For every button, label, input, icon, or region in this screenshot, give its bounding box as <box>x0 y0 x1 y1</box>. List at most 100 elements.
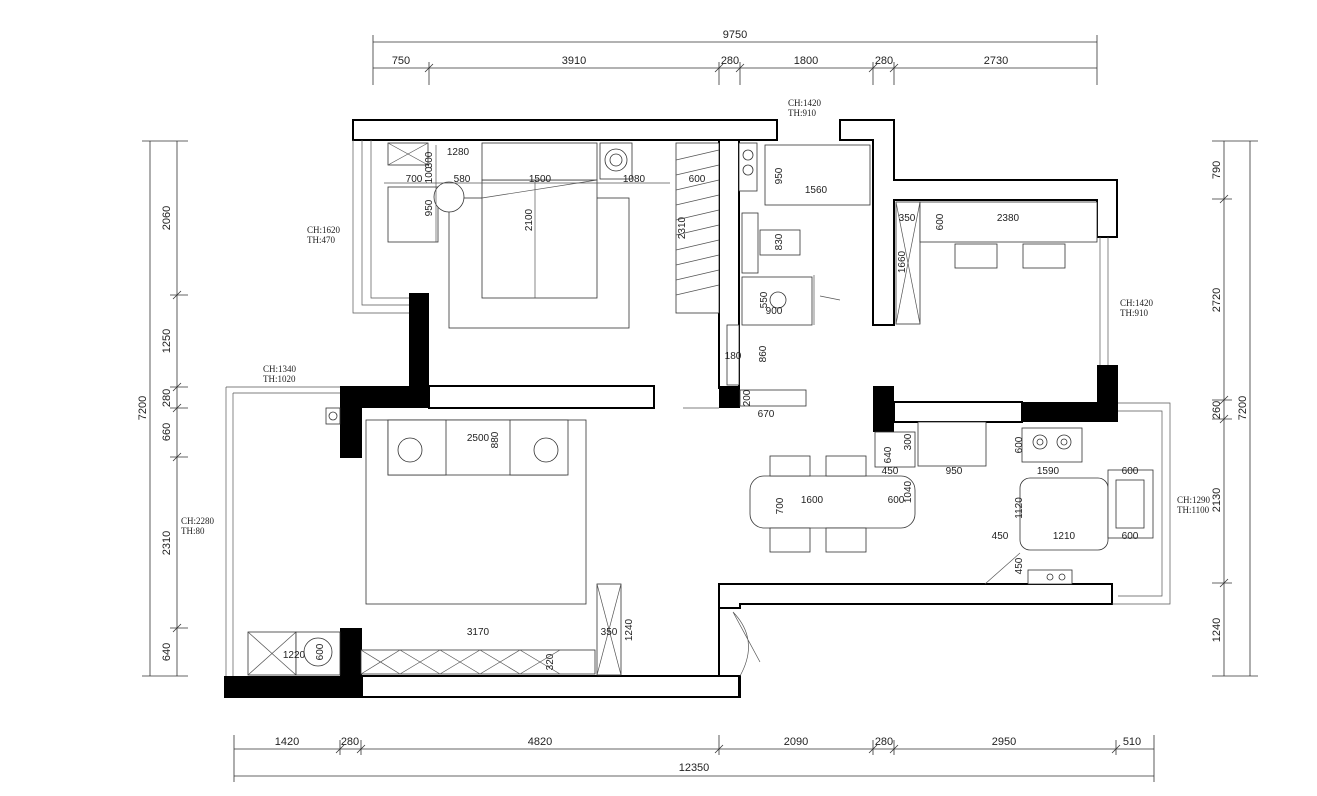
top-segment-3: 280 <box>721 55 739 67</box>
window-note-2-ch: CH:1620 <box>307 225 341 235</box>
hall-dim-860: 860 <box>758 345 769 362</box>
walls <box>224 119 1171 698</box>
living-dim-1240: 1240 <box>624 618 635 641</box>
kitchen: 600 950 1590 600 1120 450 1210 600 450 <box>917 421 1154 585</box>
kitchen-dim-1120: 1120 <box>1014 497 1025 519</box>
dining-dim-600: 600 <box>888 495 905 506</box>
dining-dim-450: 450 <box>882 466 899 477</box>
left-overall-dimension: 7200 <box>137 396 149 420</box>
master-bedroom: 300 100 1280 700 580 1500 1080 600 950 2… <box>384 142 720 329</box>
kitchen-dim-1210: 1210 <box>1053 531 1076 542</box>
right-segment-4: 2130 <box>1211 488 1223 512</box>
window-note-1-ch: CH:1420 <box>788 98 822 108</box>
living-dim-880: 880 <box>490 431 501 448</box>
kitchen-dim-600: 600 <box>1014 436 1025 453</box>
bottom-dimension-chain: 1420 280 4820 2090 280 2950 510 12350 <box>233 735 1155 782</box>
top-segment-4: 1800 <box>794 55 818 67</box>
kitchen-dim-600c: 600 <box>1122 531 1139 542</box>
top-dimension-chain: 9750 750 3910 280 1800 280 2730 <box>372 29 1098 85</box>
bottom-segment-4: 2090 <box>784 736 808 748</box>
window-note-3-ch: CH:1340 <box>263 364 297 374</box>
window-note-5-ch: CH:2280 <box>181 516 215 526</box>
window-notes: CH:1420 TH:910 CH:1620 TH:470 CH:1340 TH… <box>181 98 1211 536</box>
dining-dim-1600: 1600 <box>801 495 824 506</box>
study-dim-600: 600 <box>935 213 946 230</box>
bottom-overall-dimension: 12350 <box>679 762 710 774</box>
top-segment-1: 750 <box>392 55 410 67</box>
dining-dim-700: 700 <box>775 497 786 514</box>
right-segment-3: 260 <box>1211 401 1223 419</box>
window-note-3-th: TH:1020 <box>263 374 296 384</box>
left-segment-3: 280 <box>161 389 173 407</box>
bed-dim-2310: 2310 <box>677 216 688 239</box>
hall-dim-670: 670 <box>758 409 775 420</box>
bottom-segment-6: 2950 <box>992 736 1016 748</box>
bath-dim-830: 830 <box>774 233 785 250</box>
living-dim-350: 350 <box>601 627 618 638</box>
living-dim-3170: 3170 <box>467 627 490 638</box>
living-room: 2500 880 3170 350 1240 320 1220 600 <box>247 407 635 676</box>
hallway: 180 860 200 670 <box>725 324 807 420</box>
bath-dim-900: 900 <box>766 306 783 317</box>
top-segment-6: 2730 <box>984 55 1008 67</box>
left-segment-4: 660 <box>161 423 173 441</box>
window-note-4-th: TH:910 <box>1120 308 1148 318</box>
bed-dim-950: 950 <box>424 199 435 216</box>
kitchen-dim-450b: 450 <box>1014 557 1025 574</box>
bed-dim-2100: 2100 <box>524 208 535 231</box>
kitchen-dim-950: 950 <box>946 466 963 477</box>
left-dimension-chain: 7200 2060 1250 280 660 2310 640 <box>137 140 188 677</box>
study-dim-2380: 2380 <box>997 213 1020 224</box>
bed-dim-700: 700 <box>406 174 423 185</box>
living-dim-600: 600 <box>315 643 326 660</box>
window-note-2-th: TH:470 <box>307 235 335 245</box>
study-dim-1660: 1660 <box>897 250 908 273</box>
study: 350 600 2380 1660 <box>895 201 1098 325</box>
bed-dim-1280: 1280 <box>447 147 470 158</box>
bed-dim-100: 100 <box>424 166 435 183</box>
top-segment-2: 3910 <box>562 55 586 67</box>
bed-dim-580: 580 <box>454 174 471 185</box>
top-overall-dimension: 9750 <box>723 29 747 41</box>
hall-dim-180: 180 <box>725 351 742 362</box>
living-dim-320: 320 <box>545 653 556 670</box>
right-segment-1: 790 <box>1211 161 1223 179</box>
left-segment-1: 2060 <box>161 206 173 230</box>
bath-dim-950: 950 <box>774 167 785 184</box>
bath-dim-550: 550 <box>759 291 770 308</box>
window-note-6-ch: CH:1290 <box>1177 495 1211 505</box>
bottom-segment-1: 1420 <box>275 736 299 748</box>
bottom-segment-7: 510 <box>1123 736 1141 748</box>
right-segment-5: 1240 <box>1211 618 1223 642</box>
right-overall-dimension: 7200 <box>1237 396 1249 420</box>
living-dim-2500: 2500 <box>467 433 490 444</box>
left-segment-5: 2310 <box>161 531 173 555</box>
bottom-segment-2: 280 <box>341 736 359 748</box>
dining-area: 300 640 450 1600 600 1040 700 <box>749 431 916 553</box>
bottom-segment-3: 4820 <box>528 736 552 748</box>
dining-dim-640: 640 <box>883 446 894 463</box>
bed-dim-1080: 1080 <box>623 174 646 185</box>
top-segment-5: 280 <box>875 55 893 67</box>
bed-dim-600: 600 <box>689 174 706 185</box>
right-dimension-chain: 7200 790 2720 260 2130 1240 <box>1211 140 1258 677</box>
dining-dim-1040: 1040 <box>903 480 914 503</box>
study-dim-350: 350 <box>899 213 916 224</box>
window-note-5-th: TH:80 <box>181 526 205 536</box>
window-note-6-th: TH:1100 <box>1177 505 1210 515</box>
hall-dim-200: 200 <box>742 389 753 406</box>
bed-dim-300: 300 <box>424 151 435 168</box>
kitchen-dim-600b: 600 <box>1122 466 1139 477</box>
window-note-1-th: TH:910 <box>788 108 816 118</box>
bath-dim-1560: 1560 <box>805 185 828 196</box>
right-segment-2: 2720 <box>1211 288 1223 312</box>
living-dim-1220: 1220 <box>283 650 306 661</box>
left-segment-6: 640 <box>161 643 173 661</box>
bed-dim-1500: 1500 <box>529 174 552 185</box>
bathroom: 950 1560 830 550 900 <box>738 142 871 326</box>
kitchen-dim-450: 450 <box>992 531 1009 542</box>
kitchen-dim-1590: 1590 <box>1037 466 1060 477</box>
bottom-segment-5: 280 <box>875 736 893 748</box>
window-note-4-ch: CH:1420 <box>1120 298 1154 308</box>
